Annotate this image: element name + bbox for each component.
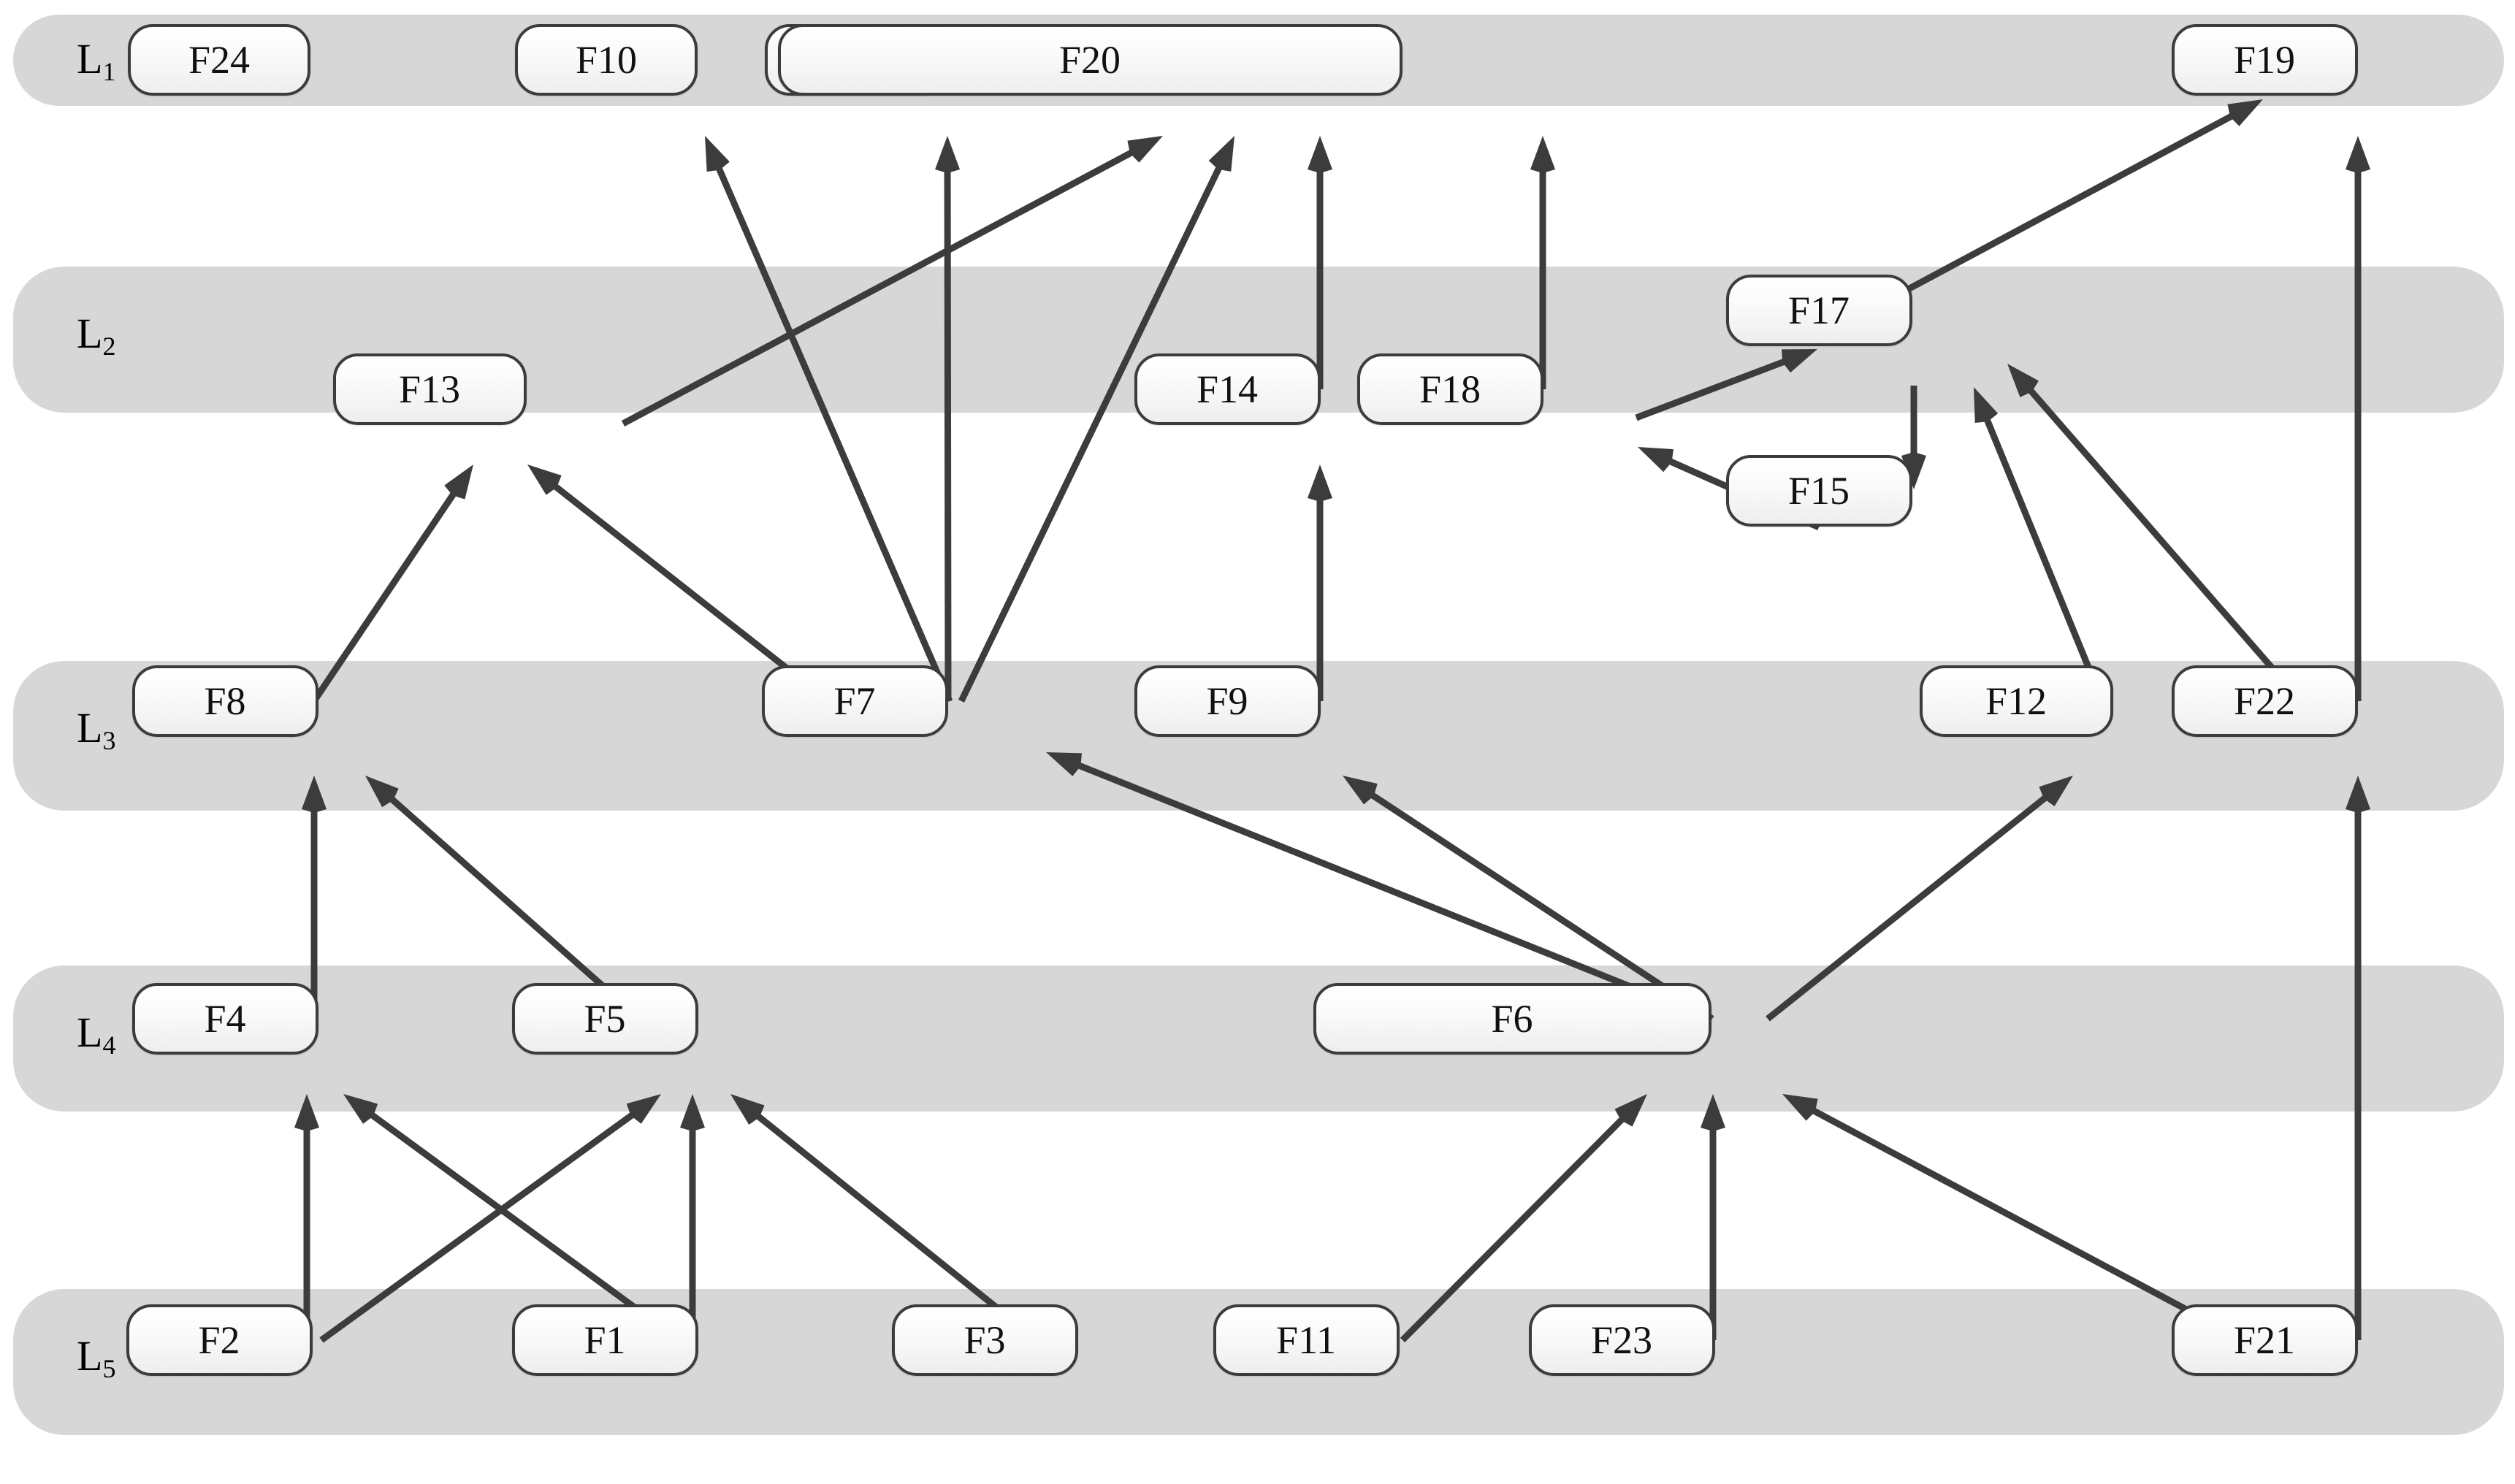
edge-line xyxy=(713,161,953,703)
layer-band-l4 xyxy=(13,965,2504,1112)
layer-label-l3: L3 xyxy=(77,704,115,754)
layer-label-text: L xyxy=(77,1009,103,1056)
edge-f7-to-f10 xyxy=(705,136,953,703)
arrow-head-icon xyxy=(1127,136,1163,163)
layer-label-l1: L1 xyxy=(77,35,115,85)
node-f20[interactable]: F20 xyxy=(777,24,1402,96)
node-f7[interactable]: F7 xyxy=(761,665,948,737)
edge-line xyxy=(958,161,1225,703)
layer-label-text: L xyxy=(77,704,103,751)
edge-f7-to-f16 xyxy=(935,136,961,702)
layer-label-subscript: 4 xyxy=(102,1030,116,1060)
node-f2[interactable]: F2 xyxy=(126,1304,313,1376)
node-f19[interactable]: F19 xyxy=(2171,24,2358,96)
edge-line xyxy=(1981,413,2106,703)
node-f21[interactable]: F21 xyxy=(2171,1304,2358,1376)
node-f9[interactable]: F9 xyxy=(1134,665,1321,737)
layer-label-text: L xyxy=(77,35,103,83)
layer-label-text: L xyxy=(77,1332,103,1380)
node-f10[interactable]: F10 xyxy=(515,24,698,96)
layer-label-l4: L4 xyxy=(77,1009,115,1059)
node-f23[interactable]: F23 xyxy=(1528,1304,1715,1376)
arrow-head-icon xyxy=(1638,447,1674,473)
node-f5[interactable]: F5 xyxy=(511,983,698,1055)
arrow-head-icon xyxy=(935,136,961,173)
node-f15[interactable]: F15 xyxy=(1725,455,1912,527)
node-f18[interactable]: F18 xyxy=(1356,353,1543,425)
edge-f12-to-f17 xyxy=(1974,387,2106,703)
node-f17[interactable]: F17 xyxy=(1725,275,1912,346)
edge-line xyxy=(944,164,952,702)
arrow-head-icon xyxy=(527,464,562,495)
node-f12[interactable]: F12 xyxy=(1919,665,2113,737)
layer-label-subscript: 5 xyxy=(102,1354,116,1383)
layer-label-subscript: 3 xyxy=(102,726,116,755)
node-f11[interactable]: F11 xyxy=(1213,1304,1400,1376)
arrow-head-icon xyxy=(1308,136,1332,173)
node-f22[interactable]: F22 xyxy=(2171,665,2358,737)
edge-line xyxy=(2023,383,2304,703)
arrow-head-icon xyxy=(2346,136,2370,173)
layer-label-subscript: 1 xyxy=(102,57,116,86)
node-f24[interactable]: F24 xyxy=(128,24,310,96)
edge-f22-to-f19 xyxy=(2346,136,2370,701)
node-f3[interactable]: F3 xyxy=(891,1304,1078,1376)
node-f6[interactable]: F6 xyxy=(1313,983,1711,1055)
arrow-head-icon xyxy=(1308,464,1332,502)
node-f4[interactable]: F4 xyxy=(131,983,318,1055)
layer-label-subscript: 2 xyxy=(102,332,116,361)
layer-label-l5: L5 xyxy=(77,1332,115,1382)
arrow-head-icon xyxy=(1208,136,1234,172)
layer-label-l2: L2 xyxy=(77,310,115,360)
arrow-head-icon xyxy=(444,464,473,500)
node-f8[interactable]: F8 xyxy=(131,665,318,737)
node-f1[interactable]: F1 xyxy=(511,1304,698,1376)
edge-f22-to-f17 xyxy=(2007,364,2304,703)
node-f14[interactable]: F14 xyxy=(1134,353,1321,425)
arrow-head-icon xyxy=(1530,136,1555,173)
layer-label-text: L xyxy=(77,310,103,357)
arrow-head-icon xyxy=(705,136,730,172)
node-f13[interactable]: F13 xyxy=(332,353,527,425)
